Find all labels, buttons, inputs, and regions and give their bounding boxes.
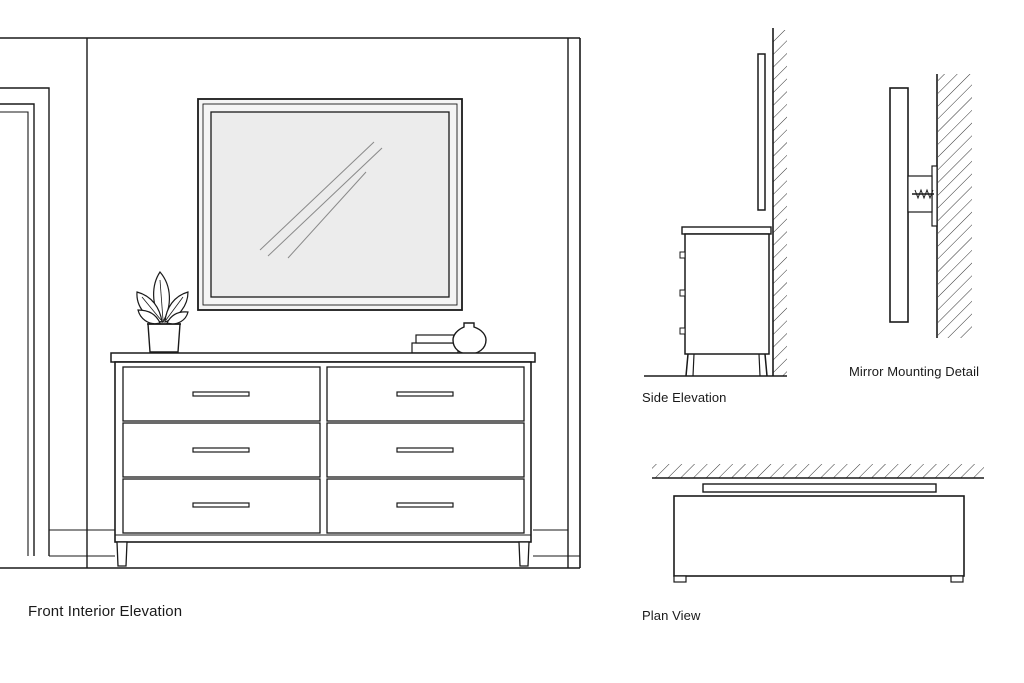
dresser-legs: [116, 541, 530, 567]
mirror: [197, 98, 463, 311]
door-frame: [0, 87, 50, 556]
plant-leaves: [136, 271, 189, 325]
glass-reflection: [259, 141, 383, 259]
mounting-detail-label: Mirror Mounting Detail: [849, 364, 980, 379]
vase: [452, 322, 487, 355]
plan-dresser: [673, 495, 965, 577]
mirror-glass: [210, 111, 450, 298]
side-elevation: [644, 28, 787, 377]
baseboard: [49, 529, 580, 557]
plan-mirror: [702, 483, 937, 493]
plant-pot: [147, 323, 181, 353]
side-elevation-label: Side Elevation: [642, 390, 727, 405]
side-mirror: [757, 53, 766, 211]
plan-wall-hatch: [652, 464, 984, 478]
drawer-handles: [192, 391, 454, 508]
mounting-screw: [912, 188, 934, 200]
detail-mirror-panel: [889, 87, 909, 323]
room-walls: [0, 37, 581, 569]
wall-bracket: [931, 165, 938, 227]
wall-hatch: [773, 30, 787, 376]
dresser-top: [110, 352, 536, 363]
plan-view-label: Plan View: [642, 608, 701, 623]
mounting-detail: [889, 74, 972, 338]
detail-wall-hatch: [938, 74, 972, 338]
front-elevation: [0, 37, 581, 569]
front-elevation-label: Front Interior Elevation: [28, 603, 183, 620]
plan-view: [652, 464, 984, 583]
dresser: [110, 352, 536, 567]
side-dresser: [679, 226, 772, 377]
potted-plant: [136, 271, 189, 353]
books: [411, 334, 459, 354]
